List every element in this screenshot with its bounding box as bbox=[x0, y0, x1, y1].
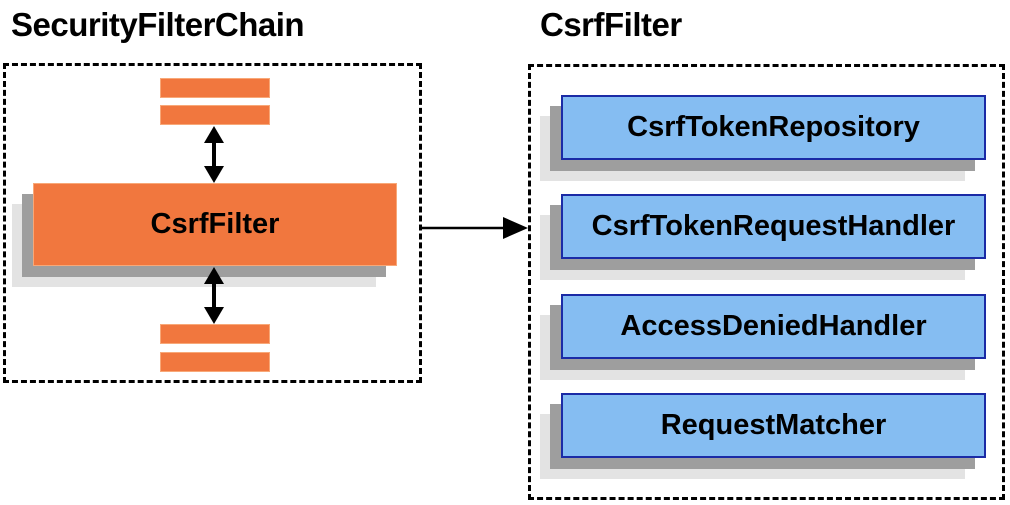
csrf-filter-container bbox=[528, 64, 1005, 500]
request-matcher-node: RequestMatcher bbox=[561, 393, 986, 458]
csrf-filter-node: CsrfFilter bbox=[33, 183, 397, 266]
filter-placeholder-bar bbox=[160, 78, 270, 98]
access-denied-handler-node: AccessDeniedHandler bbox=[561, 294, 986, 359]
filter-placeholder-bar bbox=[160, 324, 270, 344]
security-filter-chain-title: SecurityFilterChain bbox=[11, 6, 305, 43]
filter-placeholder-bar bbox=[160, 105, 270, 125]
csrf-filter-title: CsrfFilter bbox=[540, 6, 682, 43]
flow-arrow-icon bbox=[422, 217, 528, 239]
security-filter-chain-container bbox=[3, 63, 422, 383]
csrf-token-repository-node: CsrfTokenRepository bbox=[561, 95, 986, 160]
filter-placeholder-bar bbox=[160, 352, 270, 372]
csrf-token-request-handler-node: CsrfTokenRequestHandler bbox=[561, 194, 986, 259]
